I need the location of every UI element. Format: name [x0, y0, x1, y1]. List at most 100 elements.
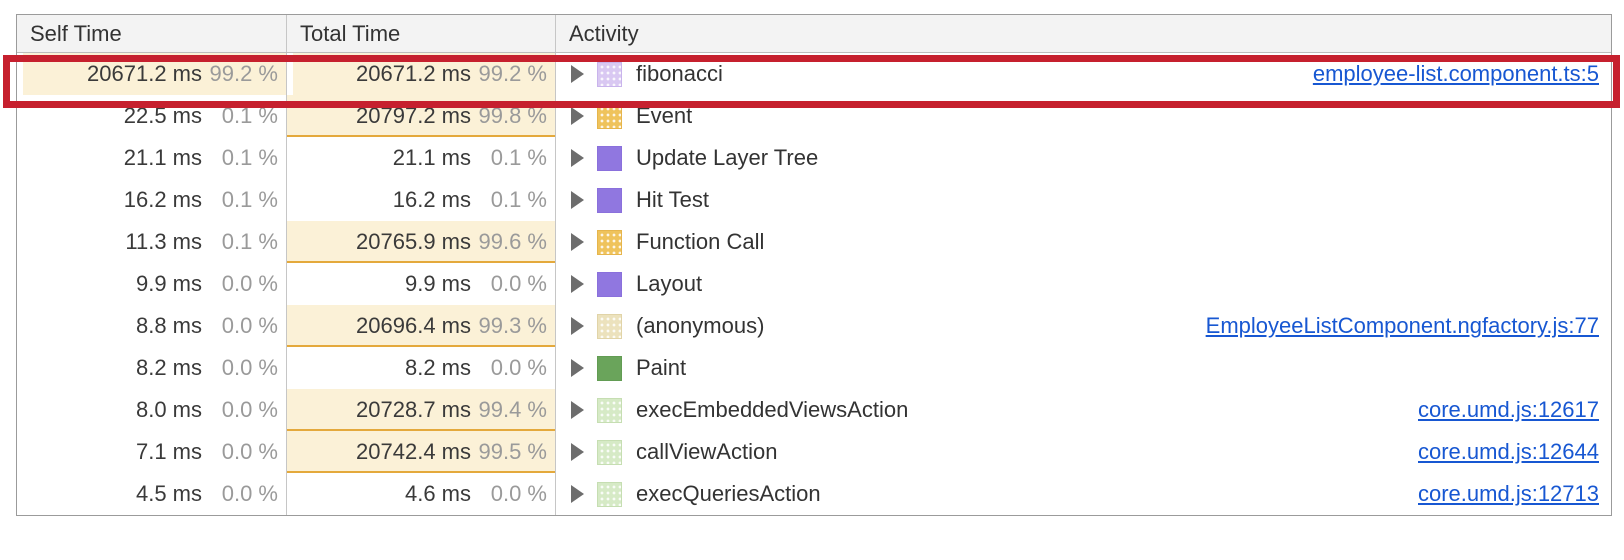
self-time-cell: 9.9 ms 0.0 % — [17, 263, 287, 305]
column-header-self-time[interactable]: Self Time — [17, 15, 287, 52]
time-ms-value: 8.0 ms — [135, 397, 202, 422]
self-time-cell: 21.1 ms 0.1 % — [17, 137, 287, 179]
source-link[interactable]: EmployeeListComponent.ngfactory.js:77 — [1205, 313, 1599, 338]
table-row[interactable]: 16.2 ms 0.1 % 16.2 ms 0.1 % Hit Test — [17, 179, 1611, 221]
table-header-row: Self Time Total Time Activity — [17, 15, 1611, 53]
category-swatch-icon — [597, 481, 622, 507]
self-time-cell: 16.2 ms 0.1 % — [17, 179, 287, 221]
column-header-total-time[interactable]: Total Time — [287, 15, 556, 52]
activity-cell: execEmbeddedViewsAction core.umd.js:12617 — [556, 389, 1611, 431]
time-ms-value: 16.2 ms — [392, 187, 471, 212]
disclosure-triangle-icon[interactable] — [571, 191, 584, 209]
activity-cell: Hit Test — [556, 179, 1611, 221]
time-ms-value: 20797.2 ms — [356, 103, 471, 128]
disclosure-triangle-icon[interactable] — [571, 233, 584, 251]
activity-label: Hit Test — [636, 187, 709, 212]
time-pct-value: 0.1 % — [221, 145, 278, 170]
column-header-activity[interactable]: Activity — [569, 20, 639, 46]
category-swatch-icon — [597, 313, 622, 339]
self-time-cell: 4.5 ms 0.0 % — [17, 473, 287, 515]
total-time-cell: 20797.2 ms 99.8 % — [287, 95, 556, 137]
time-pct-value: 99.8 % — [478, 103, 548, 128]
time-ms-value: 8.2 ms — [404, 355, 471, 380]
source-link[interactable]: employee-list.component.ts:5 — [1312, 61, 1599, 86]
source-link[interactable]: core.umd.js:12644 — [1418, 439, 1599, 464]
category-swatch-icon — [597, 229, 622, 255]
activity-cell: fibonacci employee-list.component.ts:5 — [556, 53, 1611, 95]
time-pct-value: 0.0 % — [490, 355, 547, 380]
time-ms-value: 16.2 ms — [123, 187, 202, 212]
activity-label: Update Layer Tree — [636, 145, 819, 170]
disclosure-triangle-icon[interactable] — [571, 107, 584, 125]
disclosure-triangle-icon[interactable] — [571, 275, 584, 293]
time-pct-value: 99.6 % — [478, 229, 548, 254]
activity-cell: (anonymous) EmployeeListComponent.ngfacto… — [556, 305, 1611, 347]
category-swatch-icon — [597, 355, 622, 381]
time-pct-value: 99.2 % — [209, 61, 279, 86]
time-ms-value: 22.5 ms — [123, 103, 202, 128]
activity-cell: Paint — [556, 347, 1611, 389]
time-ms-value: 8.8 ms — [135, 313, 202, 338]
time-pct-value: 0.0 % — [221, 481, 278, 506]
activity-label: execEmbeddedViewsAction — [636, 397, 909, 422]
activity-cell: Function Call — [556, 221, 1611, 263]
time-ms-value: 20671.2 ms — [87, 61, 202, 86]
time-pct-value: 0.1 % — [490, 187, 547, 212]
time-ms-value: 20671.2 ms — [356, 61, 471, 86]
time-ms-value: 7.1 ms — [135, 439, 202, 464]
time-pct-value: 0.1 % — [221, 103, 278, 128]
table-row[interactable]: 21.1 ms 0.1 %21.1 ms 0.1 % Update Layer Tre… — [17, 137, 1611, 179]
disclosure-triangle-icon[interactable] — [571, 359, 584, 377]
category-swatch-icon — [597, 397, 622, 423]
time-ms-value: 4.5 ms — [135, 481, 202, 506]
disclosure-triangle-icon[interactable] — [571, 317, 584, 335]
time-pct-value: 0.0 % — [221, 397, 278, 422]
source-link[interactable]: core.umd.js:12713 — [1418, 481, 1599, 506]
activity-cell: Layout — [556, 263, 1611, 305]
time-pct-value: 0.0 % — [490, 271, 547, 296]
activity-label: fibonacci — [636, 61, 723, 86]
category-swatch-icon — [597, 103, 622, 129]
time-ms-value: 11.3 ms — [125, 229, 202, 254]
time-ms-value: 8.2 ms — [135, 355, 202, 380]
disclosure-triangle-icon[interactable] — [571, 65, 584, 83]
disclosure-triangle-icon[interactable] — [571, 149, 584, 167]
time-pct-value: 0.0 % — [490, 481, 547, 506]
disclosure-triangle-icon[interactable] — [571, 443, 584, 461]
disclosure-triangle-icon[interactable] — [571, 401, 584, 419]
category-swatch-icon — [597, 145, 622, 171]
activity-cell: Update Layer Tree — [556, 137, 1611, 179]
self-time-cell: 20671.2 ms 99.2 % — [17, 53, 287, 95]
time-pct-value: 0.1 % — [221, 187, 278, 212]
disclosure-triangle-icon[interactable] — [571, 485, 584, 503]
time-ms-value: 21.1 ms — [123, 145, 202, 170]
time-ms-value: 9.9 ms — [135, 271, 202, 296]
time-ms-value: 20696.4 ms — [356, 313, 471, 338]
activity-label: Function Call — [636, 229, 765, 254]
time-ms-value: 4.6 ms — [404, 481, 471, 506]
time-pct-value: 0.0 % — [221, 271, 278, 296]
source-link[interactable]: core.umd.js:12617 — [1418, 397, 1599, 422]
activity-label: (anonymous) — [636, 313, 765, 338]
